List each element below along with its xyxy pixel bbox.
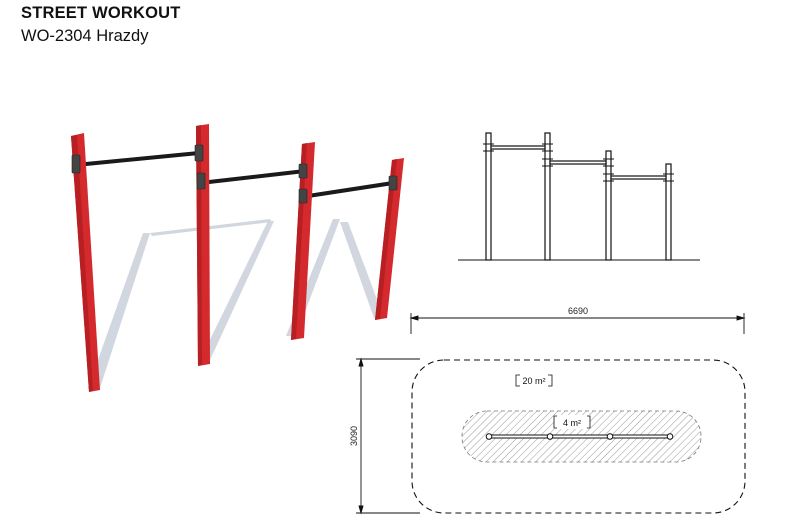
- width-dimension: [409, 313, 746, 334]
- safety-area-label: 20 m²: [522, 376, 545, 386]
- product-title: STREET WORKOUT: [21, 4, 181, 22]
- render-shadows: [88, 219, 384, 388]
- safety-area-label-box: [515, 374, 553, 387]
- footprint-area-label: 4 m²: [563, 418, 581, 428]
- footprint-area-label-box: [553, 415, 591, 429]
- render-bars: [84, 151, 395, 198]
- render-clamps: [71, 144, 398, 204]
- width-dimension-label: 6690: [568, 306, 588, 316]
- depth-dimension-label: 3090: [349, 426, 359, 446]
- product-code: WO-2304 Hrazdy: [21, 27, 149, 45]
- depth-dimension: [356, 357, 420, 515]
- plan-drawing: 6690 3090 20 m² 4 m²: [349, 306, 746, 515]
- plan-bars: [485, 433, 674, 440]
- footprint-area-label-bg: [554, 415, 590, 429]
- elevation-drawing: [458, 132, 700, 261]
- safety-zone-outline: [411, 359, 746, 514]
- render-posts: [71, 124, 404, 392]
- product-render: [71, 124, 404, 392]
